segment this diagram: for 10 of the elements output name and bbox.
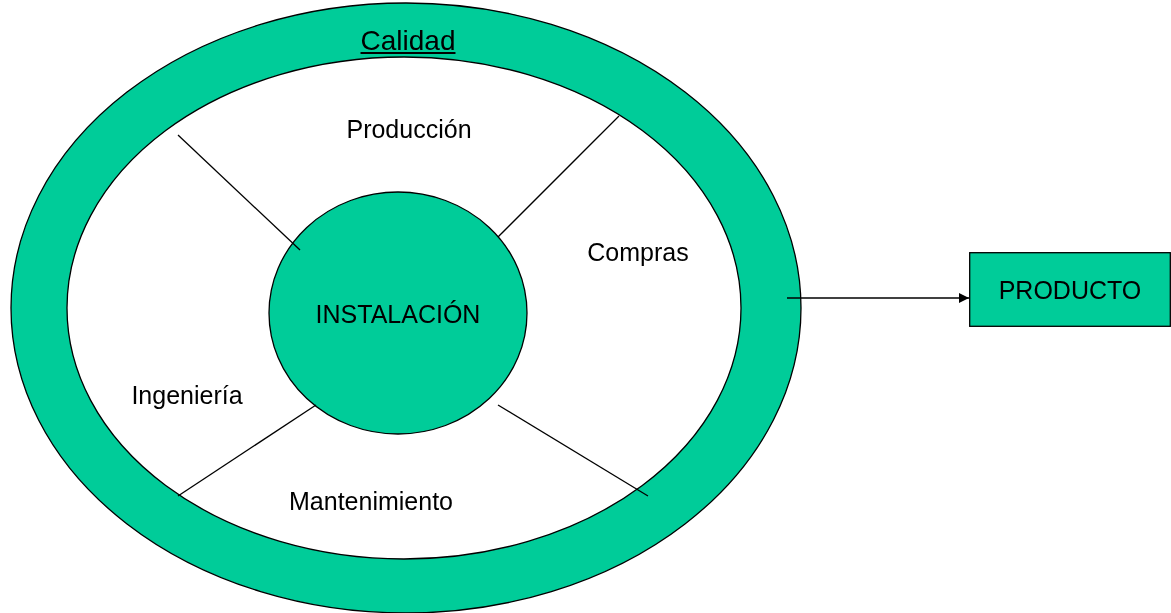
sector-label: Mantenimiento [289, 486, 453, 516]
arrow [786, 293, 970, 303]
sector-label: Compras [587, 237, 689, 267]
sector-label: Producción [346, 114, 472, 144]
sector-label: Ingeniería [131, 380, 243, 410]
node-label: Calidad [360, 25, 456, 57]
center-circle [268, 191, 528, 435]
node-label: INSTALACIÓN [315, 299, 481, 329]
node-label: PRODUCTO [998, 275, 1142, 305]
product-box [969, 252, 1171, 327]
